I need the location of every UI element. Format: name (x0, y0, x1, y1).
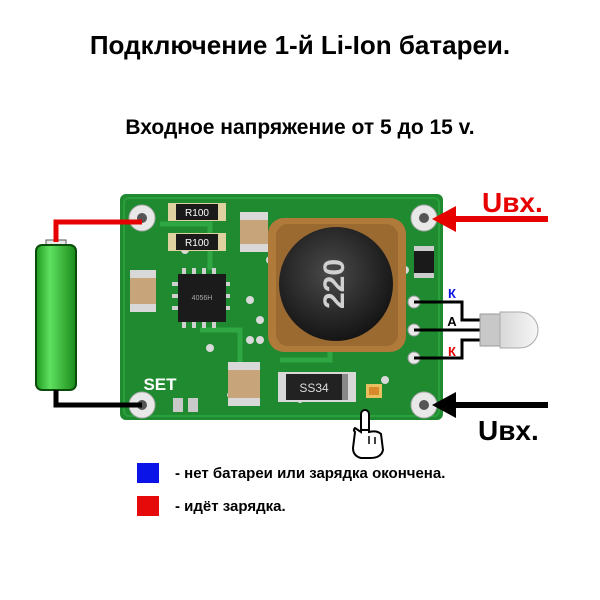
capacitor-left (130, 270, 156, 312)
diode-ss34: SS34 (278, 372, 356, 402)
legend-item-blue: - нет батареи или зарядка окончена. (137, 462, 445, 484)
capacitor-bottom (228, 362, 260, 406)
legend-text-blue: - нет батареи или зарядка окончена. (175, 464, 446, 482)
legend-text-red: - идёт зарядка. (175, 497, 286, 515)
bicolor-led (479, 311, 539, 349)
legend-swatch-red (137, 496, 159, 516)
svg-text:220: 220 (318, 259, 351, 309)
li-ion-battery (35, 239, 77, 391)
resistor-r100-top: R100 (168, 203, 226, 221)
svg-text:SS34: SS34 (299, 381, 329, 395)
onboard-led (366, 384, 382, 398)
set-label: SET (143, 375, 177, 394)
battery-minus-wire (53, 390, 142, 408)
svg-text:4056H: 4056H (192, 295, 213, 302)
inductor-220: 220 (268, 218, 406, 352)
input-plus-arrow (432, 206, 548, 232)
set-resistor-pads (173, 398, 198, 412)
legend-swatch-blue (137, 463, 159, 483)
input-minus-label: Uвх. (478, 415, 539, 446)
led-anode-label: А (447, 314, 457, 329)
page-title: Подключение 1-й Li-Ion батареи. (89, 30, 511, 60)
external-led-wires (414, 300, 482, 360)
pad-input-minus (410, 391, 438, 419)
led-cathode-top-label: К (448, 286, 456, 301)
battery-plus-wire (53, 219, 142, 242)
input-minus-arrow (432, 392, 548, 418)
charger-ic-chip: 4056H (172, 268, 230, 328)
pointing-hand-icon (351, 409, 385, 459)
input-voltage-subtitle: Входное напряжение от 5 до 15 v. (125, 116, 475, 139)
input-plus-label: Uвх. (482, 187, 543, 218)
resistor-r100-second: R100 (168, 233, 226, 251)
svg-text:R100: R100 (185, 238, 209, 249)
resistor-small-right (414, 246, 434, 278)
legend-item-red: - идёт зарядка. (137, 495, 286, 517)
pad-battery-plus (128, 204, 156, 232)
capacitor-top (240, 212, 268, 252)
svg-text:R100: R100 (185, 208, 209, 219)
led-cathode-bottom-label: К (448, 344, 456, 359)
pad-input-plus (410, 204, 438, 232)
